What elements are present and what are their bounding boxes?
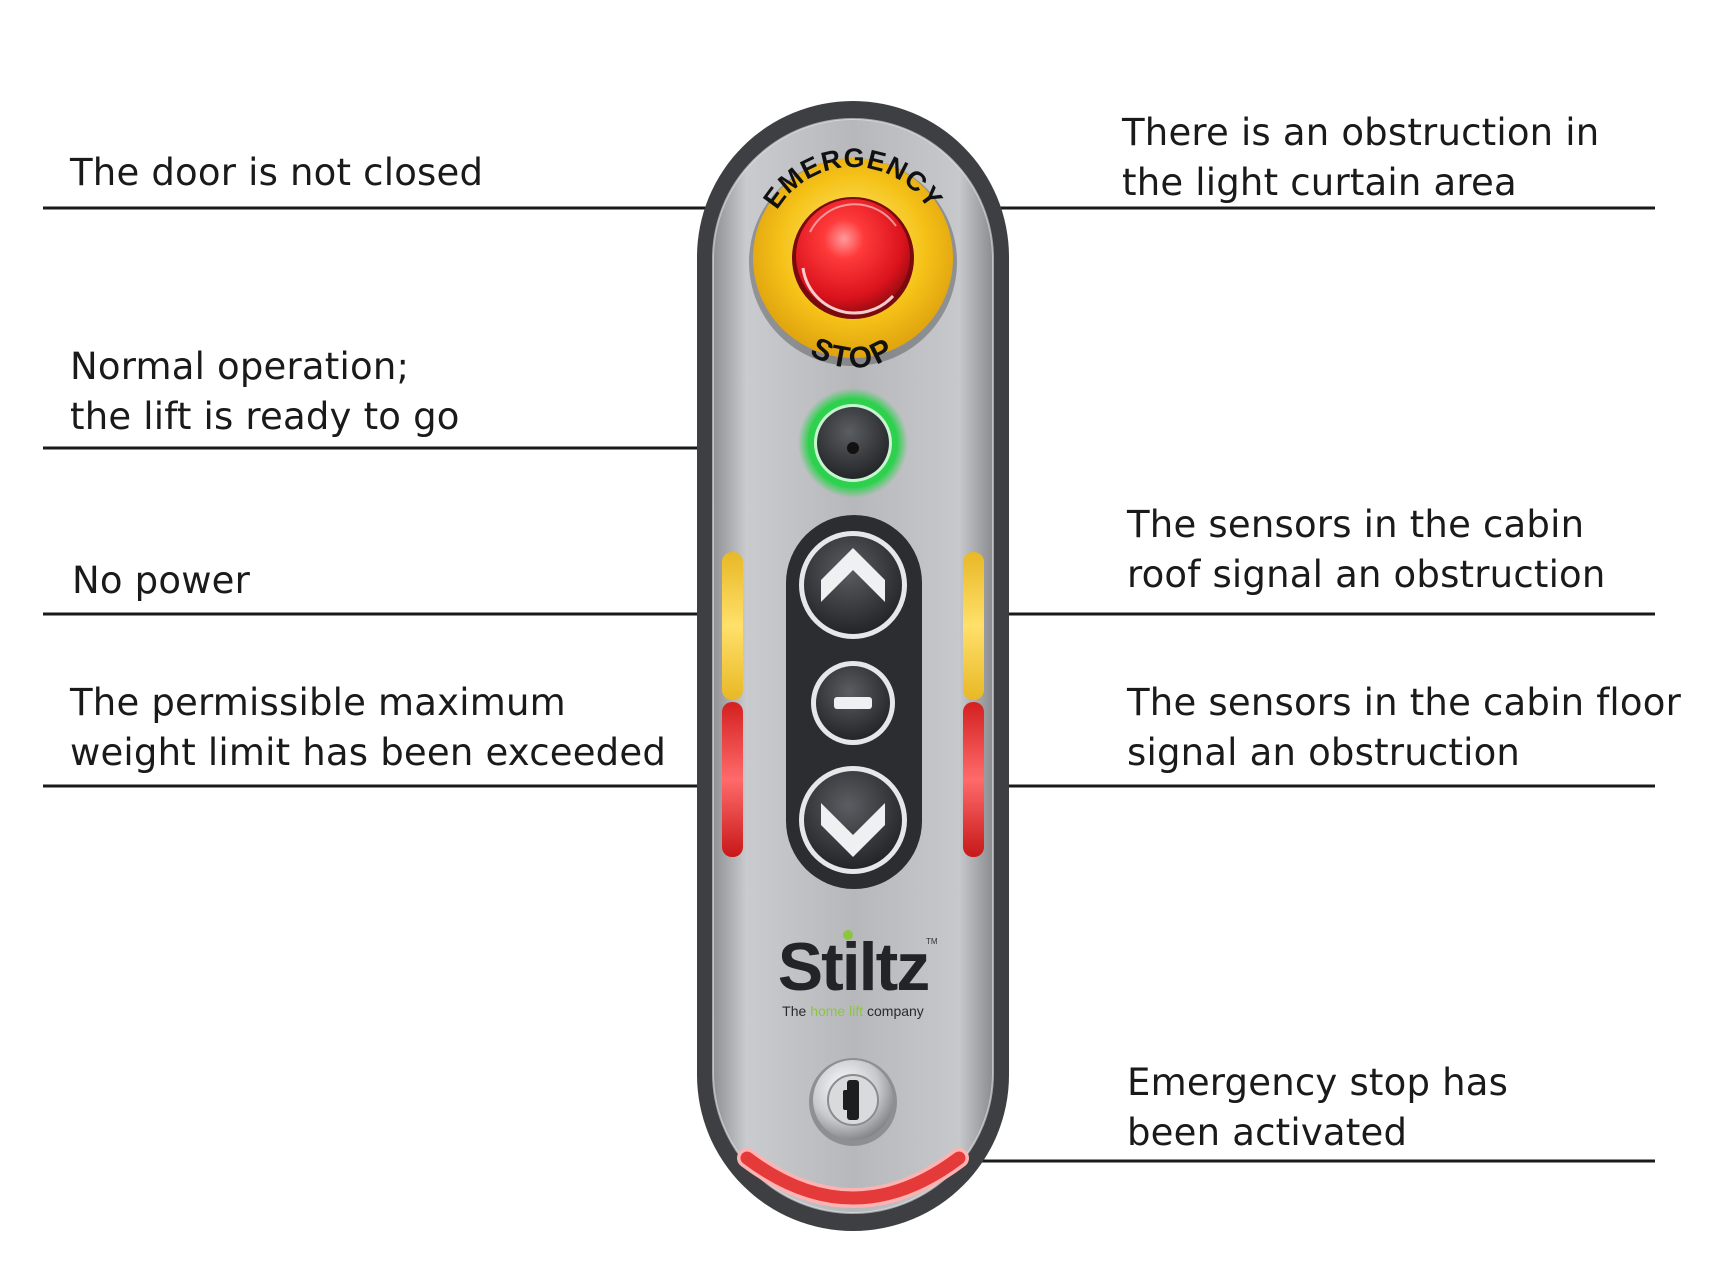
label-line: been activated <box>1127 1111 1408 1154</box>
amber-led-left <box>722 552 743 700</box>
label-line: The permissible maximum <box>70 681 566 724</box>
label-line: The sensors in the cabin floor <box>1127 681 1681 724</box>
label-line: There is an obstruction in <box>1122 111 1600 154</box>
label-line: The door is not closed <box>70 151 484 194</box>
key-switch-icon <box>809 1058 897 1146</box>
label-normal-operation: Normal operation; the lift is ready to go <box>70 342 460 442</box>
brand-tagline: The home lift company <box>782 1003 924 1019</box>
label-line: signal an obstruction <box>1127 731 1521 774</box>
label-line: the lift is ready to go <box>70 395 460 438</box>
label-light-curtain: There is an obstruction in the light curt… <box>1122 108 1599 208</box>
label-floor-sensors: The sensors in the cabin floor signal an … <box>1127 678 1681 778</box>
down-arrow-icon <box>793 760 913 880</box>
ready-indicator-icon <box>798 388 908 498</box>
label-line: The sensors in the cabin <box>1127 503 1585 546</box>
label-no-power: No power <box>72 556 250 606</box>
label-line: roof signal an obstruction <box>1127 553 1606 596</box>
label-line: weight limit has been exceeded <box>70 731 667 774</box>
up-arrow-icon <box>793 525 913 645</box>
brand-dot <box>843 930 853 940</box>
red-led-right <box>963 702 984 857</box>
label-line: Normal operation; <box>70 345 410 388</box>
amber-led-right <box>963 552 984 700</box>
label-line: the light curtain area <box>1122 161 1517 204</box>
brand-tm: TM <box>926 937 938 946</box>
label-door-not-closed: The door is not closed <box>70 148 483 198</box>
stop-dash-icon <box>805 655 901 751</box>
brand-name: Stiltz <box>778 929 928 1005</box>
label-line: No power <box>72 559 251 602</box>
label-emergency-stop: Emergency stop has been activated <box>1127 1058 1508 1158</box>
label-weight-limit: The permissible maximum weight limit has … <box>70 678 666 778</box>
label-line: Emergency stop has <box>1127 1061 1509 1104</box>
emergency-stop-icon <box>749 158 957 366</box>
label-roof-sensors: The sensors in the cabin roof signal an o… <box>1127 500 1606 600</box>
red-led-left <box>722 702 743 857</box>
